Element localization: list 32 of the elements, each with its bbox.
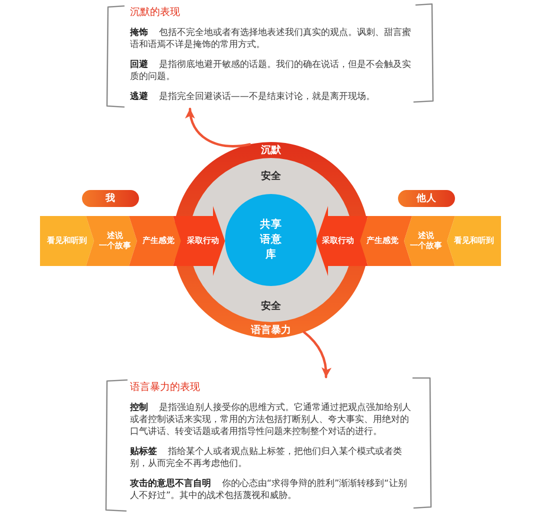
- curved-arrow: [186, 108, 251, 148]
- note-paragraph: 回避 是指彻底地避开敏感的话题。我们的确在说话，但是不会触及实质的问题。: [130, 59, 412, 83]
- step-label: 产生感觉: [142, 236, 176, 246]
- circle-label: 共享语意库: [259, 218, 283, 262]
- step-label: 述说一个故事: [409, 231, 443, 251]
- process-step: [447, 216, 501, 266]
- ring-label: 沉默: [261, 144, 281, 157]
- center-circle: [225, 194, 317, 286]
- note-paragraph: 掩饰 包括不完全地或者有选择地表述我们真实的观点。讽刺、甜言蜜语和语焉不详是掩饰的常用方式。: [130, 27, 412, 51]
- circle-label: 安全: [261, 299, 281, 313]
- process-step: [404, 216, 455, 266]
- process-step: [86, 216, 137, 266]
- step-label: 采取行动: [186, 236, 220, 246]
- circle-label: 安全: [261, 169, 281, 183]
- pill-tag: 我: [82, 190, 139, 207]
- step-label: 看见和听到: [453, 236, 495, 246]
- step-label: 述说一个故事: [98, 231, 132, 251]
- step-label: 看见和听到: [46, 236, 88, 246]
- note-paragraph: 控制 是指强迫别人接受你的思维方式。它通常通过把观点强加给别人或者控制谈话来实现，常用的方法包括打断别人、夸大事实、用绝对的口气讲话、转变话题或者用指导性问题来控制整个对话的进行。: [130, 402, 412, 438]
- curved-arrow: [302, 331, 332, 378]
- step-label: 采取行动: [321, 236, 355, 246]
- process-step: [129, 216, 181, 266]
- note-paragraph: 逃避 是指完全回避谈话——不是结束讨论，就是离开现场。: [130, 91, 376, 103]
- pill-tag: 他人: [398, 190, 455, 207]
- process-step: [360, 216, 412, 266]
- note-title: 语言暴力的表现: [130, 382, 201, 394]
- note-paragraph: 攻击的意思不言自明 你的心态由“求得争辩的胜利”渐渐转移到“让别人不好过”。其中的战术包括蔑视和威胁。: [130, 478, 408, 502]
- note-title: 沉默的表现: [130, 7, 181, 19]
- step-label: 产生感觉: [366, 236, 400, 246]
- process-step: [40, 216, 94, 266]
- note-paragraph: 贴标签 指给某个人或者观点贴上标签，把他们归入某个模式或者类别，从而完全不再考虑他们。: [130, 446, 403, 470]
- ring-label: 语言暴力: [251, 323, 291, 337]
